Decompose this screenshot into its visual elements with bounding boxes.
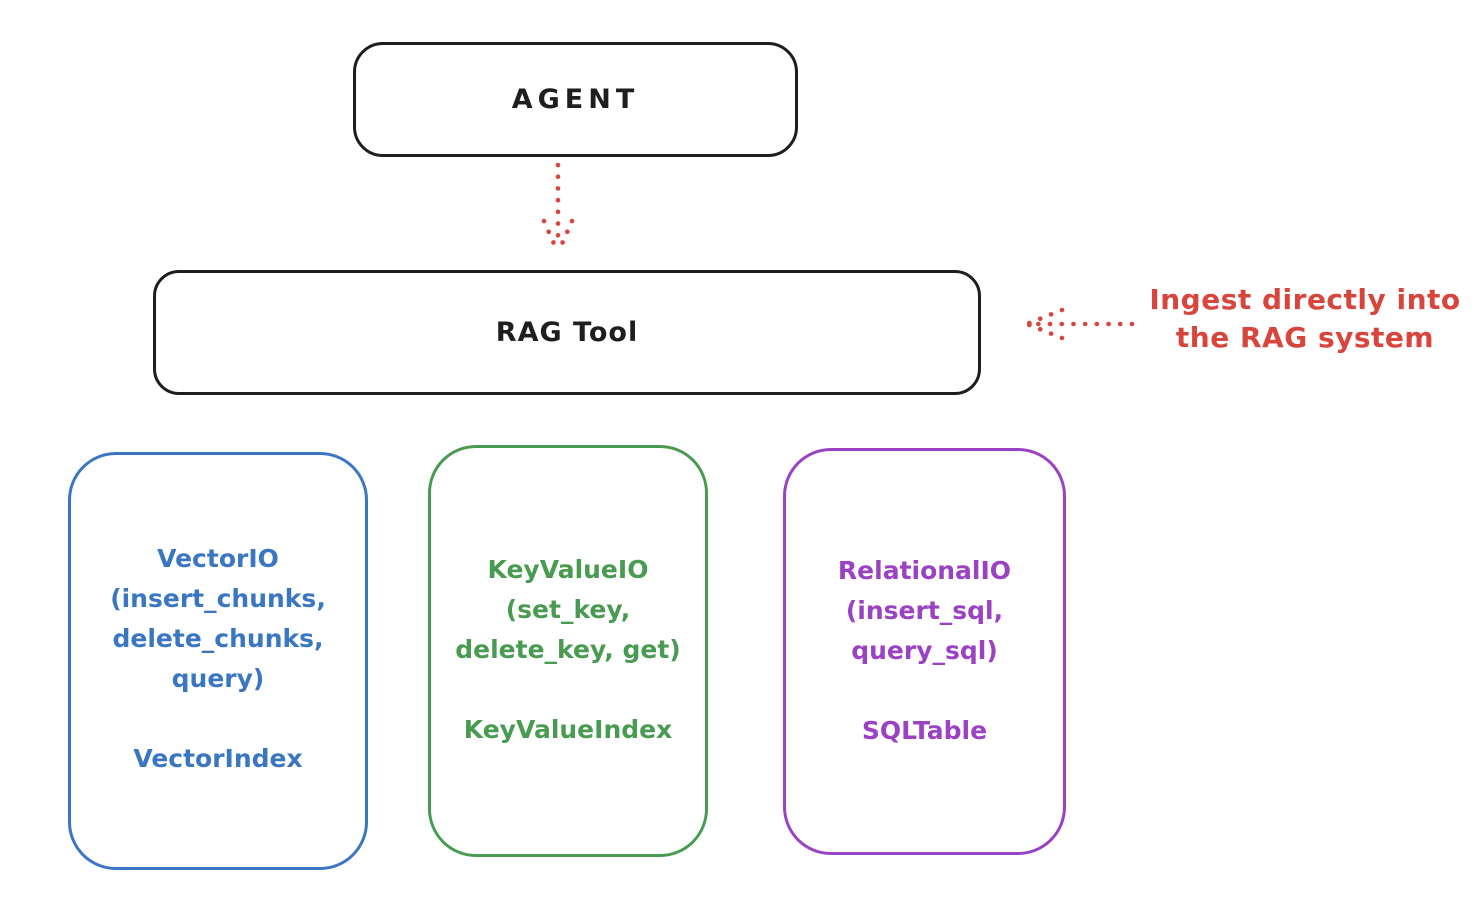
keyvalue-io-line: KeyValueIO [487, 555, 649, 584]
dotted-down-arrow-agent-to-rag [541, 162, 575, 256]
vector-io-line: VectorIO [157, 544, 279, 573]
keyvalue-index-label: KeyValueIndex [463, 715, 673, 744]
relational-io-line: RelationalIO [837, 556, 1012, 585]
agent-node: AGENT [353, 42, 798, 157]
keyvalue-io-node: KeyValueIO (set_key, delete_key, get) Ke… [428, 445, 708, 857]
relational-io-line: (insert_sql, [845, 596, 1004, 625]
ingest-annotation: Ingest directly into the RAG system [1135, 281, 1475, 357]
arrow-head-left-wing [541, 218, 561, 256]
vector-io-line: query) [171, 664, 265, 693]
agent-label: AGENT [511, 84, 640, 115]
vector-index-label: VectorIndex [133, 744, 303, 773]
vector-io-line: delete_chunks, [112, 624, 324, 653]
keyvalue-io-line: delete_key, get) [455, 635, 681, 664]
rag-tool-node: RAG Tool [153, 270, 981, 395]
vector-io-node: VectorIO (insert_chunks, delete_chunks, … [68, 452, 368, 870]
relational-io-node: RelationalIO (insert_sql, query_sql) SQL… [783, 448, 1066, 855]
rag-tool-label: RAG Tool [495, 317, 639, 348]
relational-io-line: query_sql) [851, 636, 998, 665]
keyvalue-io-line: (set_key, [505, 595, 631, 624]
arrow-head-right-wing [555, 218, 575, 256]
annotation-line: the RAG system [1175, 321, 1435, 354]
arrow-head-upper-wing [1024, 307, 1065, 327]
annotation-line: Ingest directly into [1149, 283, 1461, 316]
dotted-left-arrow-annotation-to-rag [1024, 307, 1135, 341]
arrow-head-lower-wing [1024, 321, 1065, 341]
sql-table-label: SQLTable [861, 716, 988, 745]
vector-io-line: (insert_chunks, [110, 584, 326, 613]
